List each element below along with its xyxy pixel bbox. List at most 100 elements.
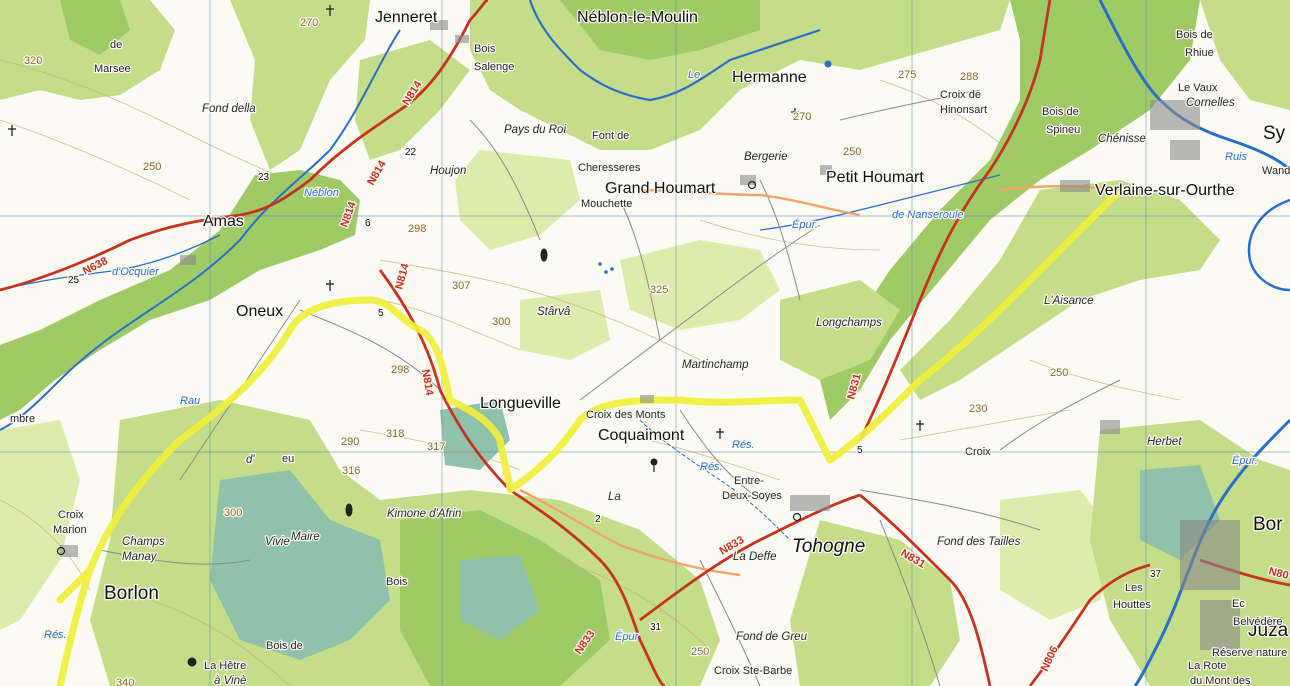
cross-icon xyxy=(326,280,334,291)
place-label-bor: Bor xyxy=(1253,514,1283,535)
cross-icon xyxy=(326,5,334,16)
locality-label-pays-du-roi: Pays du Roi xyxy=(504,124,566,136)
locality-label-martinchamp: Martinchamp xyxy=(682,359,749,371)
locality-label-houttes-2: Houttes xyxy=(1113,599,1151,611)
nanseroule-stream xyxy=(759,174,1001,231)
water-tower-icon xyxy=(345,503,353,517)
cross-icon xyxy=(716,428,724,439)
locality-label-wande: Wande xyxy=(1262,165,1290,177)
forest-area xyxy=(1200,0,1290,110)
elevation-label-e318: 318 xyxy=(386,428,404,440)
place-label-jenneret: Jenneret xyxy=(375,9,438,26)
locality-label-croix: Croix xyxy=(965,446,991,458)
locality-label-de-marsee-2: Marsee xyxy=(94,63,131,75)
water-label-epur-2: Épur. xyxy=(1232,454,1258,467)
forest-area xyxy=(620,240,780,330)
locality-label-bergerie: Bergerie xyxy=(744,151,787,163)
built-up-areas xyxy=(60,20,1240,650)
water-label-nanseroule: de Nanseroule xyxy=(892,209,964,221)
locality-label-hetre-1: La Hêtre xyxy=(204,660,246,672)
water-label-epur-1: Épur. xyxy=(792,218,818,231)
church-circle-icon xyxy=(792,512,802,522)
locality-label-longchamps: Longchamps xyxy=(816,317,882,329)
elevation-label-e250-c: 250 xyxy=(1050,367,1068,379)
elevation-label-e340: 340 xyxy=(116,677,134,686)
elevation-label-e250-d: 250 xyxy=(691,646,709,658)
locality-label-mouchette: Mouchette xyxy=(581,198,632,210)
locality-label-champs-manay-2: Manay xyxy=(122,551,158,563)
km-marker-km37: 37 xyxy=(1150,569,1162,580)
locality-label-vivie: Vivie xyxy=(265,536,290,548)
locality-label-bois-rhiue-1: Bois de xyxy=(1176,29,1213,41)
km-marker-km25: 25 xyxy=(68,275,80,286)
place-label-grand-houmart: Grand Houmart xyxy=(605,180,716,197)
place-label-hermanne: Hermanne xyxy=(732,69,807,86)
elevation-label-e250-a: 250 xyxy=(143,161,161,173)
water-dot-icon xyxy=(598,262,614,274)
elevation-label-e317: 317 xyxy=(427,441,445,453)
forest-area xyxy=(1000,490,1120,620)
locality-label-entre-deux-1: Entre- xyxy=(734,475,764,487)
water-label-res-2: Rés. xyxy=(732,439,755,451)
elevation-label-e270-b: 270 xyxy=(793,111,811,123)
road-n806 xyxy=(1028,563,1151,686)
locality-label-de-marsee-1: de xyxy=(110,39,122,51)
water-label-ruis: Ruis xyxy=(1225,151,1248,163)
road-n814 xyxy=(309,0,489,181)
ocquier-stream xyxy=(0,234,221,291)
locality-label-bois-salenge-2: Salenge xyxy=(474,61,514,73)
locality-label-la-deffe: La Deffe xyxy=(733,551,776,563)
forest-area xyxy=(230,0,370,170)
forest-area xyxy=(0,170,360,420)
forest-area xyxy=(900,180,1220,400)
locality-label-eu: eu xyxy=(282,453,294,465)
locality-label-croix-des-monts: Croix des Monts xyxy=(586,409,666,421)
elevation-label-e307: 307 xyxy=(452,280,470,292)
elevation-label-e300: 300 xyxy=(492,316,510,328)
road-n831 xyxy=(859,493,992,686)
place-label-petit-houmart: Petit Houmart xyxy=(826,169,924,186)
locality-label-fond-de-greu: Fond de Greu xyxy=(736,631,808,643)
locality-label-bois-rhiue-2: Rhiue xyxy=(1185,47,1214,59)
ourthe-loop xyxy=(1247,198,1290,292)
water-label-res-3: Rés. xyxy=(44,629,67,641)
elevation-label-e288: 288 xyxy=(960,71,978,83)
km-marker-km22: 22 xyxy=(405,147,417,158)
remarkable-tree-icon xyxy=(187,657,197,667)
forest-area xyxy=(0,420,80,630)
locality-label-croix-marion-1: Croix xyxy=(58,509,84,521)
locality-label-fond-della: Fond della xyxy=(202,103,256,115)
elevation-label-e250-b: 250 xyxy=(843,146,861,158)
elevation-label-e298-a: 298 xyxy=(408,223,426,235)
road-n814-south xyxy=(378,269,666,686)
locality-label-herbet: Herbet xyxy=(1147,436,1182,448)
forest-area xyxy=(560,0,760,60)
forest-area xyxy=(780,280,900,380)
locality-label-bois-1: Bois xyxy=(386,576,408,588)
km-marker-km6: 6 xyxy=(365,218,371,229)
water-label-ocquier: d'Ocquier xyxy=(112,266,160,278)
locality-label-croix-hinonsart-2: Hinonsart xyxy=(940,104,987,116)
cross-icon xyxy=(791,108,799,119)
locality-label-mont-des: du Mont des xyxy=(1190,675,1251,686)
locality-label-fond-des-tailles: Fond des Tailles xyxy=(937,536,1021,548)
locality-label-bois-salenge-1: Bois xyxy=(474,43,496,55)
cross-icon xyxy=(8,125,16,136)
place-label-juza: Juza xyxy=(1248,620,1289,641)
place-label-longueville: Longueville xyxy=(480,395,561,412)
cross-icon xyxy=(916,420,924,431)
elevation-label-e290: 290 xyxy=(341,436,359,448)
water-label-res-1: Rés. xyxy=(700,461,723,473)
elevation-label-e316: 316 xyxy=(342,465,360,477)
elevation-label-e320: 320 xyxy=(24,55,42,67)
locality-label-vaux-2: Cornelles xyxy=(1186,97,1235,109)
meadow-area xyxy=(210,470,390,660)
forest-area xyxy=(520,290,610,360)
locality-label-croix-marion-2: Marion xyxy=(53,524,87,536)
water-label-river-le: Le xyxy=(688,69,700,81)
highlight-route xyxy=(56,186,1124,686)
road-n831-north xyxy=(858,0,1052,441)
locality-label-bois-de-2: Bois de xyxy=(266,640,303,652)
